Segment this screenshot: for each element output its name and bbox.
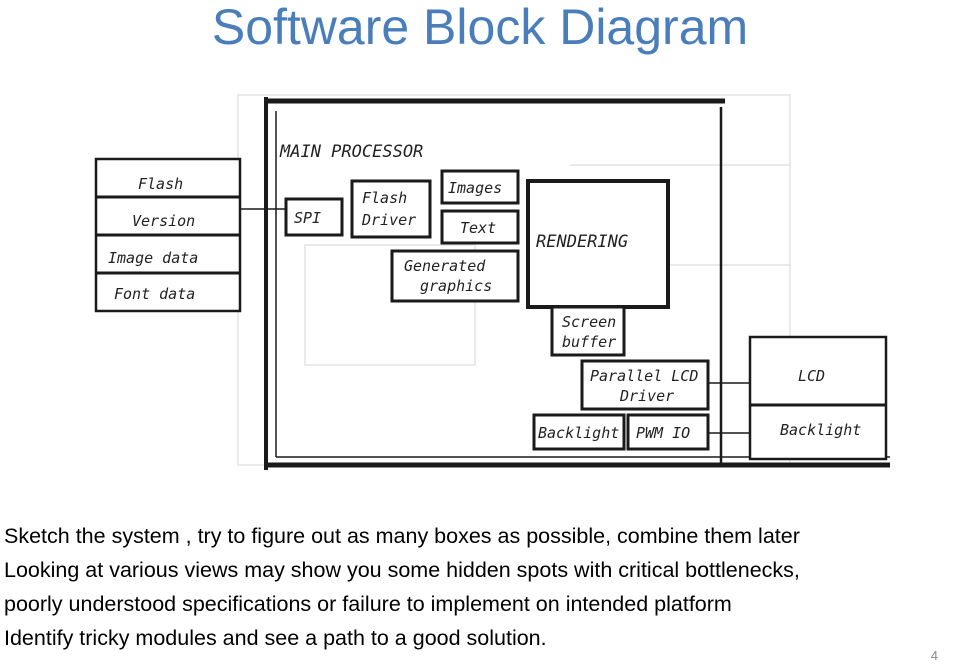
memory-font-data: Font data [114,285,195,303]
flash-driver-label-1: Flash [362,189,407,207]
generated-graphics-label-2: graphics [420,277,492,295]
main-processor-frame [264,97,890,470]
backlight-inner-label: Backlight [538,424,619,442]
bullet-item: Looking at various views may show you so… [4,558,800,582]
screen-buffer-label-1: Screen [562,313,616,331]
rendering-label: RENDERING [536,232,628,252]
memory-version: Version [132,212,195,230]
flash-driver-block [350,179,432,239]
text-block [440,209,520,245]
lcd-stack [708,335,888,461]
spi-label: SPI [294,209,321,227]
lcd-label: LCD [798,367,825,385]
software-block-diagram: MAIN PROCESSOR Flash Version Image data … [90,85,900,485]
generated-graphics-block [390,249,520,303]
memory-stack [94,157,286,313]
flash-driver-label-2: Driver [361,211,416,229]
memory-image-data: Image data [108,249,198,267]
parallel-lcd-driver-label-2: Driver [619,387,674,405]
generated-graphics-label-1: Generated [404,257,486,275]
bullet-item: poorly understood specifications or fail… [4,592,732,616]
main-processor-label: MAIN PROCESSOR [279,142,423,162]
bullet-list: Sketch the system , try to figure out as… [4,519,960,655]
bullet-item: Identify tricky modules and see a path t… [4,626,547,650]
text-label: Text [460,219,496,237]
backlight-outer-label: Backlight [780,421,861,439]
parallel-lcd-driver-label-1: Parallel LCD [590,367,698,385]
images-block [440,169,520,205]
parallel-lcd-driver-block [580,359,710,411]
images-label: Images [448,179,502,197]
pwm-io-label: PWM IO [636,424,690,442]
slide-title: Software Block Diagram [211,0,749,55]
pwm-io-block [626,413,710,451]
bullet-item: Sketch the system , try to figure out as… [4,524,800,548]
memory-flash: Flash [138,175,183,193]
screen-buffer-label-2: buffer [562,333,616,351]
slide-number: 4 [930,648,938,663]
backlight-inner-block [532,413,626,451]
screen-buffer-block [550,305,626,357]
spi-block [284,197,344,237]
